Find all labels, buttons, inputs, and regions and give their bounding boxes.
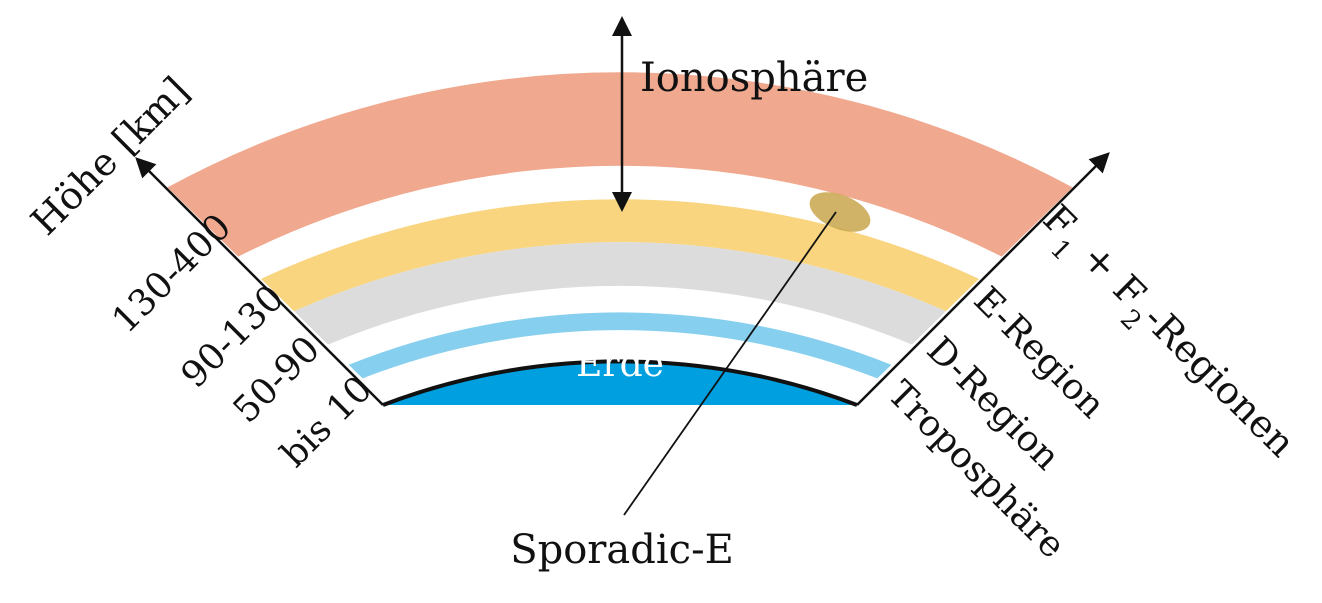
axis-height-label: Höhe [km]	[22, 68, 197, 243]
sporadic-e-patch	[809, 192, 871, 232]
earth-outline	[382, 359, 858, 407]
sporadic-e-label: Sporadic-E	[510, 527, 734, 573]
f-region-label: F1 + F2-Regionen	[1025, 196, 1303, 474]
axis-left	[135, 157, 384, 406]
sporadic-e-leader	[623, 211, 837, 516]
f-region-suffix: -Regionen	[1135, 297, 1304, 466]
ionosphere-label: Ionosphäre	[640, 55, 868, 101]
troposphere-layer	[348, 312, 892, 379]
axis-right	[856, 152, 1110, 406]
f-region-plus: + F	[1065, 227, 1154, 316]
earth-label: Erde	[576, 344, 664, 385]
e-region-layer	[261, 199, 979, 312]
d-region-layer	[294, 242, 946, 345]
